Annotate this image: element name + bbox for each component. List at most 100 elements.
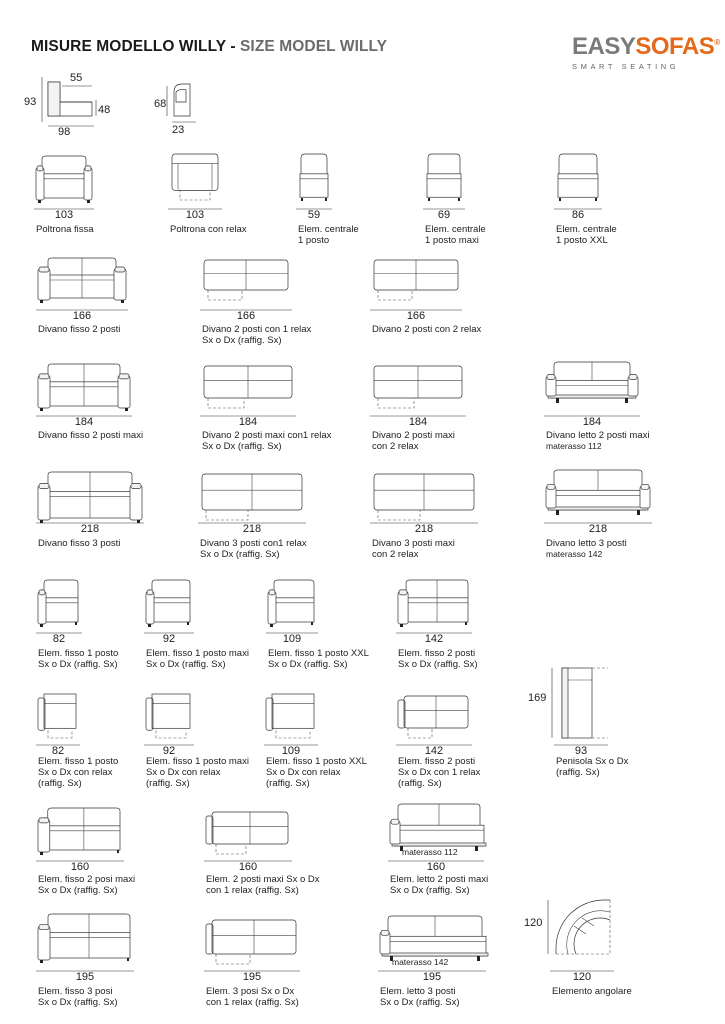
dimension-width: 184 [582,416,602,428]
overview-arm-width: 23 [172,124,185,136]
model-drawing-elem-centrale-1 [299,153,329,201]
model-drawing-divano-fisso-3 [37,471,143,523]
dimension-width: 120 [572,971,592,983]
caption-line: Elem. letto 3 posti [380,986,456,997]
caption-line: Elem. fisso 1 posto [38,756,119,767]
caption-line: Sx o Dx (raffig. Sx) [200,549,280,560]
overview-seat-height: 48 [98,104,111,116]
dimension-line [36,415,132,417]
caption-line: Elem. 3 posi Sx o Dx [206,986,295,997]
overview-depth: 98 [58,126,71,138]
caption-line: Divano fisso 2 posti [38,324,121,335]
overview-width: 55 [70,72,83,84]
dimension-width: 142 [424,633,444,645]
model-drawing-divano-3-maxi-2relax [373,473,475,521]
page-title: MISURE MODELLO WILLY - SIZE MODEL WILLY [31,38,387,56]
model-drawing-elem-fisso-1 [37,579,79,627]
caption-line: Sx o Dx (raffig. Sx) [38,997,118,1008]
dimension-line [370,415,466,417]
mattress-size: materasso 112 [546,441,602,451]
caption-line: Sx o Dx con relax [266,767,341,778]
dimension-width: 184 [74,416,94,428]
overview-front-drawing [41,77,97,127]
dimension-width: 166 [406,310,426,322]
caption-line: con 1 relax (raffig. Sx) [206,997,299,1008]
caption-line: Sx o Dx (raffig. Sx) [38,885,118,896]
caption-line: Elem. 2 posti maxi Sx o Dx [206,874,320,885]
caption-line: Sx o Dx con relax [38,767,113,778]
dimension-width: 93 [574,745,588,757]
dimension-width: 218 [242,523,262,535]
caption-line: Sx o Dx (raffig. Sx) [202,335,282,346]
title-english: SIZE MODEL WILLY [239,38,388,55]
caption-line: Sx o Dx (raffig. Sx) [398,659,478,670]
caption-line: Elem. fisso 2 posi maxi [38,874,136,885]
dimension-line [264,744,318,746]
dimension-line [198,522,306,524]
dimension-width: 92 [162,745,176,757]
caption-line: Divano 2 posti maxi con1 relax [202,430,332,441]
model-caption: Divano 2 posti con 2 relax [372,324,481,335]
model-drawing-elem-fisso-1-maxi [145,579,191,627]
overview-front: 93 55 48 98 [24,72,124,142]
dimension-line [34,208,94,210]
model-caption: Divano fisso 2 posti maxi [38,430,143,441]
dimension-line [378,970,486,972]
caption-line: Elem. centrale [425,224,486,235]
dimension-width: 195 [422,971,442,983]
caption-line: Divano letto 2 posti maxi [546,430,650,441]
dimension-width: 166 [236,310,256,322]
caption-line: Elem. fisso 2 posti [398,648,476,659]
mattress-label: materasso 112 [402,847,458,857]
caption-line: Divano 2 posti maxi [372,430,455,441]
model-drawing-elem-2-maxi-relax [205,811,289,855]
caption-line: Divano 2 posti con 1 relax [202,324,312,335]
title-italian: MISURE MODELLO WILLY [31,38,226,55]
dimension-width: 160 [426,861,446,873]
logo-easy: EASY [572,33,636,60]
dimension-width: 218 [588,523,608,535]
dimension-width: 82 [51,745,65,757]
dimension-width: 59 [307,209,321,221]
caption-line: 1 posto maxi [425,235,479,246]
model-drawing-elem-centrale-xxl [557,153,599,201]
dimension-line [204,860,292,862]
dimension-width: 166 [72,310,92,322]
dimension-line [266,632,318,634]
model-drawing-divano-letto-3 [545,469,651,515]
caption-line: Poltrona con relax [170,224,247,235]
dimension-line [396,632,472,634]
caption-line: (raffig. Sx) [38,778,82,789]
model-drawing-poltrona-relax [171,153,219,201]
caption-line: Elem. fisso 1 posto XXL [266,756,367,767]
dimension-line [550,970,614,972]
dimension-line [370,522,478,524]
model-drawing-elem-letto-3 [379,915,489,961]
dimension-line [544,415,640,417]
caption-line: Sx o Dx (raffig. Sx) [146,659,226,670]
overview-height: 93 [24,96,37,108]
dimension-line [544,522,652,524]
dimension-depth: 120 [524,917,543,929]
overview-side-drawing [166,83,196,123]
overview-side: 68 23 [150,72,210,142]
dimension-width: 103 [185,209,205,221]
dimension-line [36,522,144,524]
caption-line: 1 posto XXL [556,235,608,246]
model-drawing-elem-fisso-3 [37,913,131,963]
dimension-line [204,970,300,972]
caption-line: Elemento angolare [552,986,632,997]
model-drawing-elem-fisso-2 [397,579,469,627]
dimension-width: 142 [424,745,444,757]
caption-line: (raffig. Sx) [556,767,600,778]
